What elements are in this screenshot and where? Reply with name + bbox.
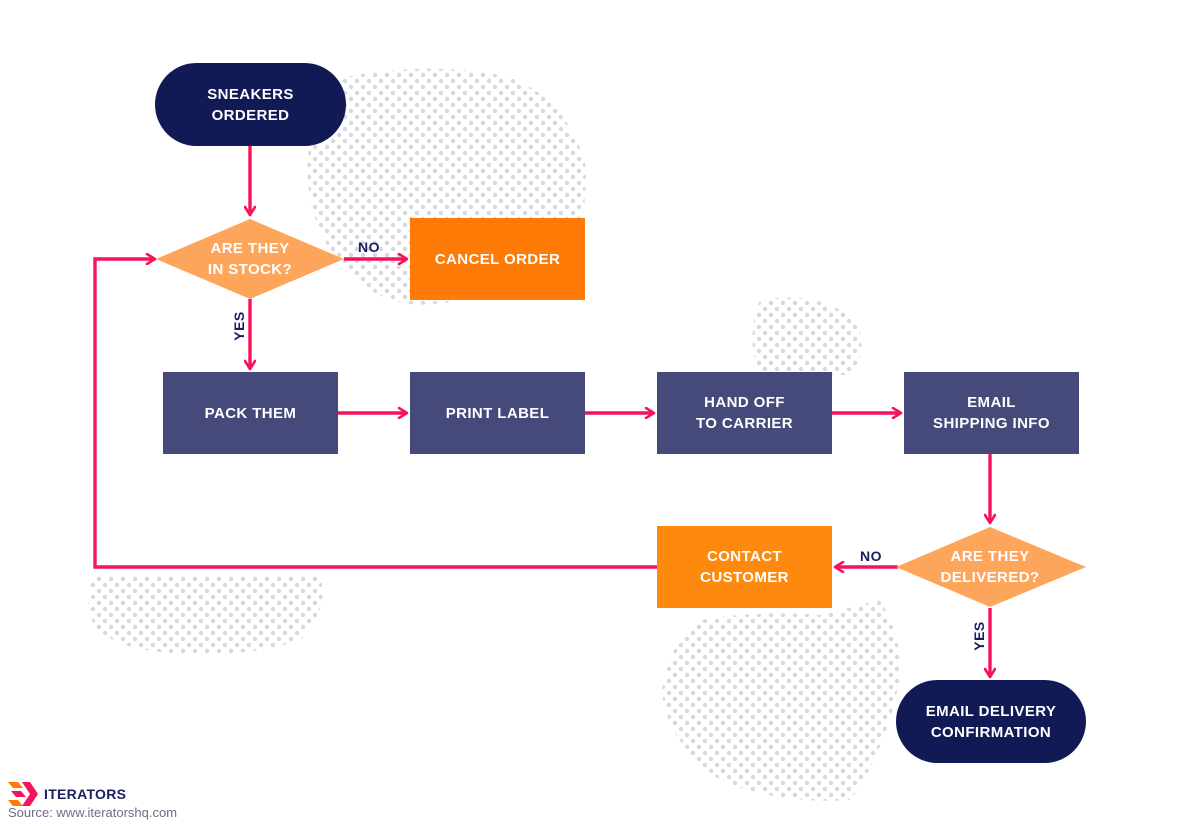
- brand: ITERATORS: [8, 780, 126, 808]
- arrow-contact-loop-to-stock: [93, 259, 657, 569]
- decision-delivered: ARE THEY DELIVERED?: [910, 537, 1070, 597]
- print-label-label: PRINT LABEL: [445, 404, 550, 422]
- hand-off-label: HAND OFF TO CARRIER: [695, 394, 794, 432]
- contact-customer-label: CONTACT CUSTOMER: [700, 548, 789, 586]
- iterators-logo-icon: [8, 782, 38, 806]
- end-node: EMAIL DELIVERY CONFIRMATION: [896, 680, 1086, 763]
- source-text: Source: www.iteratorshq.com: [8, 805, 178, 820]
- decision-delivered-label: ARE THEY DELIVERED?: [940, 548, 1040, 586]
- decision-delivered-shape: [896, 527, 1086, 607]
- start-node: SNEAKERS ORDERED: [155, 63, 346, 146]
- email-shipping-node: EMAIL SHIPPING INFO: [904, 372, 1079, 454]
- decision-stock: ARE THEY IN STOCK?: [170, 229, 330, 289]
- pack-them-label: PACK THEM: [204, 404, 297, 422]
- print-label-node: PRINT LABEL: [410, 372, 585, 454]
- dot-cluster-middle: [752, 297, 862, 375]
- pack-them-node: PACK THEM: [163, 372, 338, 454]
- cancel-order-node: CANCEL ORDER: [410, 218, 585, 300]
- edge-label-delivered-yes: YES: [971, 621, 987, 651]
- hand-off-node: HAND OFF TO CARRIER: [657, 372, 832, 454]
- brand-name: ITERATORS: [44, 786, 127, 802]
- edge-label-delivered-no: NO: [860, 548, 882, 564]
- decision-stock-label: ARE THEY IN STOCK?: [207, 240, 293, 278]
- edge-label-stock-no: NO: [358, 239, 380, 255]
- edge-label-stock-yes: YES: [231, 311, 247, 341]
- cancel-order-label: CANCEL ORDER: [434, 250, 561, 268]
- dot-cluster-left: [88, 575, 323, 655]
- end-node-label: EMAIL DELIVERY CONFIRMATION: [925, 702, 1057, 741]
- email-shipping-label: EMAIL SHIPPING INFO: [933, 394, 1050, 432]
- start-node-label: SNEAKERS ORDERED: [207, 85, 294, 124]
- decision-stock-shape: [156, 219, 344, 299]
- dot-cluster-bottom: [662, 600, 900, 801]
- contact-customer-node: CONTACT CUSTOMER: [657, 526, 832, 608]
